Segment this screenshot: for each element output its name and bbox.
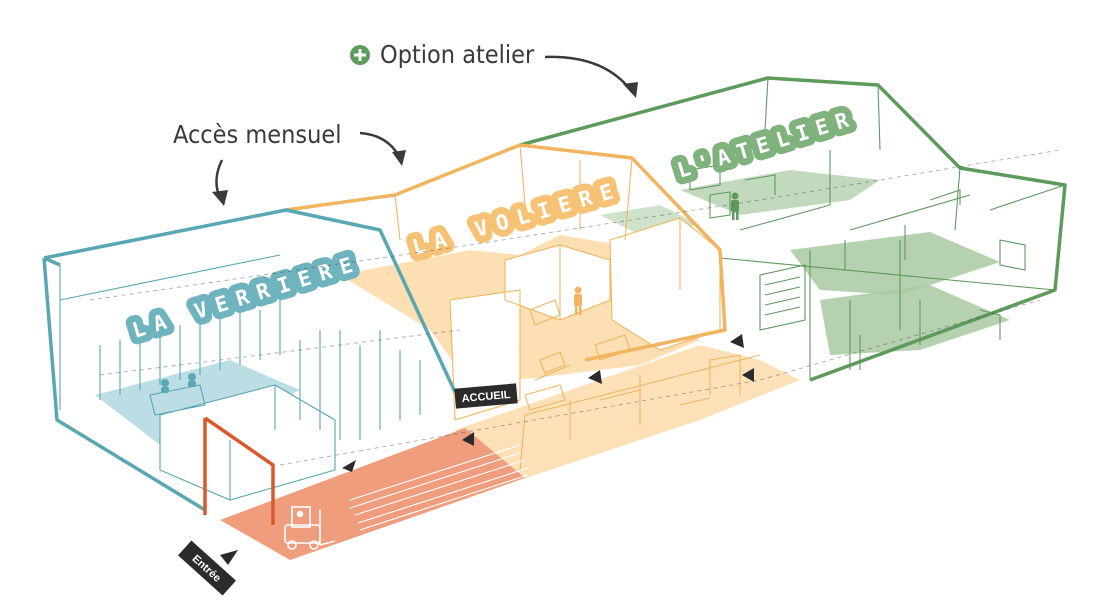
option-atelier-arrow-head [623, 82, 638, 98]
verriere-zone-label: LA VERRIERE [129, 250, 364, 343]
entree-outline [203, 416, 275, 525]
atelier-worker-icon [731, 192, 739, 220]
acces-mensuel-annotation: Accès mensuel [173, 120, 406, 206]
access-markers [220, 334, 754, 565]
voliere-structure [394, 144, 761, 471]
entree-racks [349, 444, 529, 539]
atelier-zone-label: L'ATELIER [674, 106, 859, 183]
verriere-lamp-icons [161, 373, 196, 393]
voliere-box-1 [505, 245, 610, 320]
marker-accueil [462, 432, 474, 446]
marker-entree [220, 550, 238, 565]
voliere-corridor [455, 345, 800, 480]
marker-voliere [588, 370, 602, 384]
verriere-structure [59, 254, 421, 501]
marker-corridor [742, 368, 754, 382]
option-atelier-text: Option atelier [380, 40, 535, 69]
atelier-zone: L'ATELIER [519, 76, 1067, 382]
verriere-outline [42, 208, 457, 512]
accueil-label: ACCUEIL [461, 389, 511, 405]
accueil-tag: ACCUEIL [454, 383, 518, 409]
verriere-floor [95, 360, 300, 445]
entree-tag: Entrée [178, 540, 236, 596]
atelier-structure [719, 77, 1066, 380]
acces-mensuel-text: Accès mensuel [173, 120, 341, 149]
voliere-box-2 [610, 218, 720, 350]
acces-mensuel-arrow-right-head [392, 150, 406, 166]
entree-zone [203, 416, 529, 560]
voliere-worker-icon [574, 286, 582, 315]
marker-atelier [730, 334, 744, 348]
plus-icon-cross [354, 49, 366, 61]
atelier-floor-patch-2 [820, 285, 1010, 355]
atelier-shelves [689, 164, 806, 331]
dashed-guide-lines [89, 149, 1061, 466]
forklift-icon [284, 506, 336, 550]
acces-mensuel-arrow-down-head [212, 190, 228, 206]
option-atelier-arrow [544, 55, 634, 93]
option-atelier-annotation: Option atelier [350, 40, 638, 98]
marker-verriere [342, 460, 356, 472]
